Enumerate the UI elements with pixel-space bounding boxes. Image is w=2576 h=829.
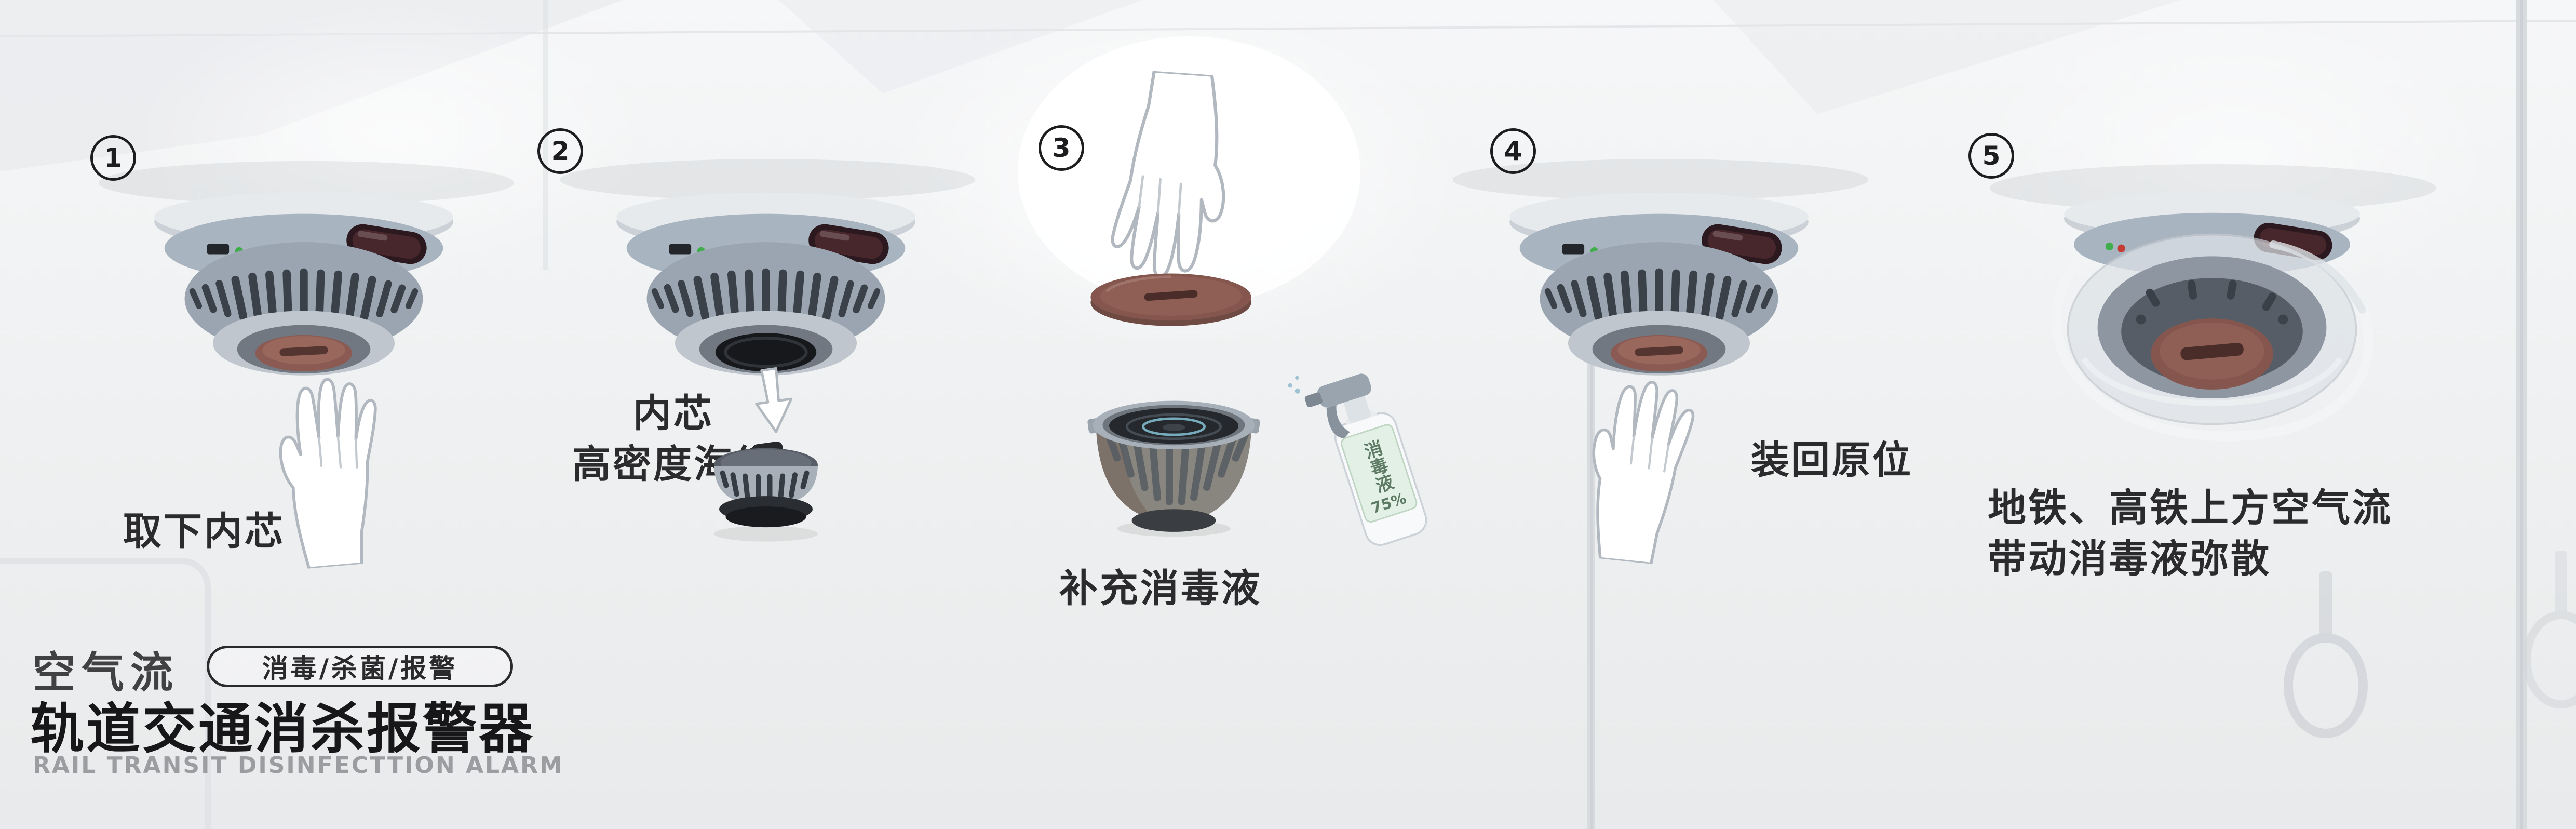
spray-droplet	[1294, 388, 1300, 394]
spray-bottle-icon: 消毒液 75%	[1288, 373, 1427, 546]
step-5-label: 地铁、高铁上方空气流 带动消毒液弥散	[1988, 483, 2393, 584]
bottle-label	[1341, 424, 1418, 523]
led-green	[2105, 242, 2113, 250]
ceiling-shadow	[1453, 159, 1868, 200]
device-illustration-step5	[2052, 192, 2374, 442]
spray-droplet	[1295, 376, 1299, 380]
ceiling-shadow	[99, 161, 514, 205]
hollow-core-socket	[716, 333, 816, 371]
step-5-label-line2: 带动消毒液弥散	[1988, 536, 2271, 581]
brand-airflow-label: 空气流	[33, 648, 180, 698]
step-5-number: 5	[1968, 133, 2014, 179]
sponge-core-icon	[714, 442, 818, 542]
disinfectant-container-icon	[1087, 400, 1260, 537]
ceiling-panel-shade	[1714, 0, 2181, 114]
step-2-label-line1: 内芯	[633, 391, 714, 436]
step-3-number: 3	[1039, 125, 1084, 171]
product-subtitle-en: RAIL TRANSIT DISINFECTTION ALARM	[33, 752, 564, 779]
step-5-label-line1: 地铁、高铁上方空气流	[1988, 486, 2393, 530]
door-window-frame	[0, 558, 211, 829]
airflow-swirl	[2269, 240, 2366, 314]
ceiling-shadow	[560, 159, 975, 200]
core-cap-disc-icon	[1090, 273, 1251, 326]
hand-icon	[1548, 314, 1729, 570]
bottle-neck	[1343, 394, 1371, 423]
step-4-number: 4	[1490, 128, 1536, 174]
product-title: 轨道交通消杀报警器	[30, 697, 535, 760]
hanging-strap	[2523, 551, 2576, 708]
step-4-label: 装回原位	[1751, 438, 1913, 483]
led-red	[2117, 244, 2125, 252]
step-1-label: 取下内芯	[123, 509, 285, 554]
step-2-number: 2	[537, 128, 583, 174]
sprayer-head	[1317, 373, 1371, 408]
hanging-strap	[2284, 571, 2368, 738]
spray-droplet	[1288, 383, 1293, 388]
airflow-swirl	[2052, 261, 2374, 442]
sprayer-nozzle	[1304, 392, 1323, 408]
step-3-label: 补充消毒液	[1059, 566, 1262, 611]
uv-ring	[1141, 417, 1206, 436]
step-1-number: 1	[90, 135, 136, 181]
arrow-down-icon	[755, 367, 793, 433]
sprayer-trigger	[1326, 405, 1350, 439]
brand-feature-badge: 消毒/杀菌/报警	[207, 646, 513, 687]
